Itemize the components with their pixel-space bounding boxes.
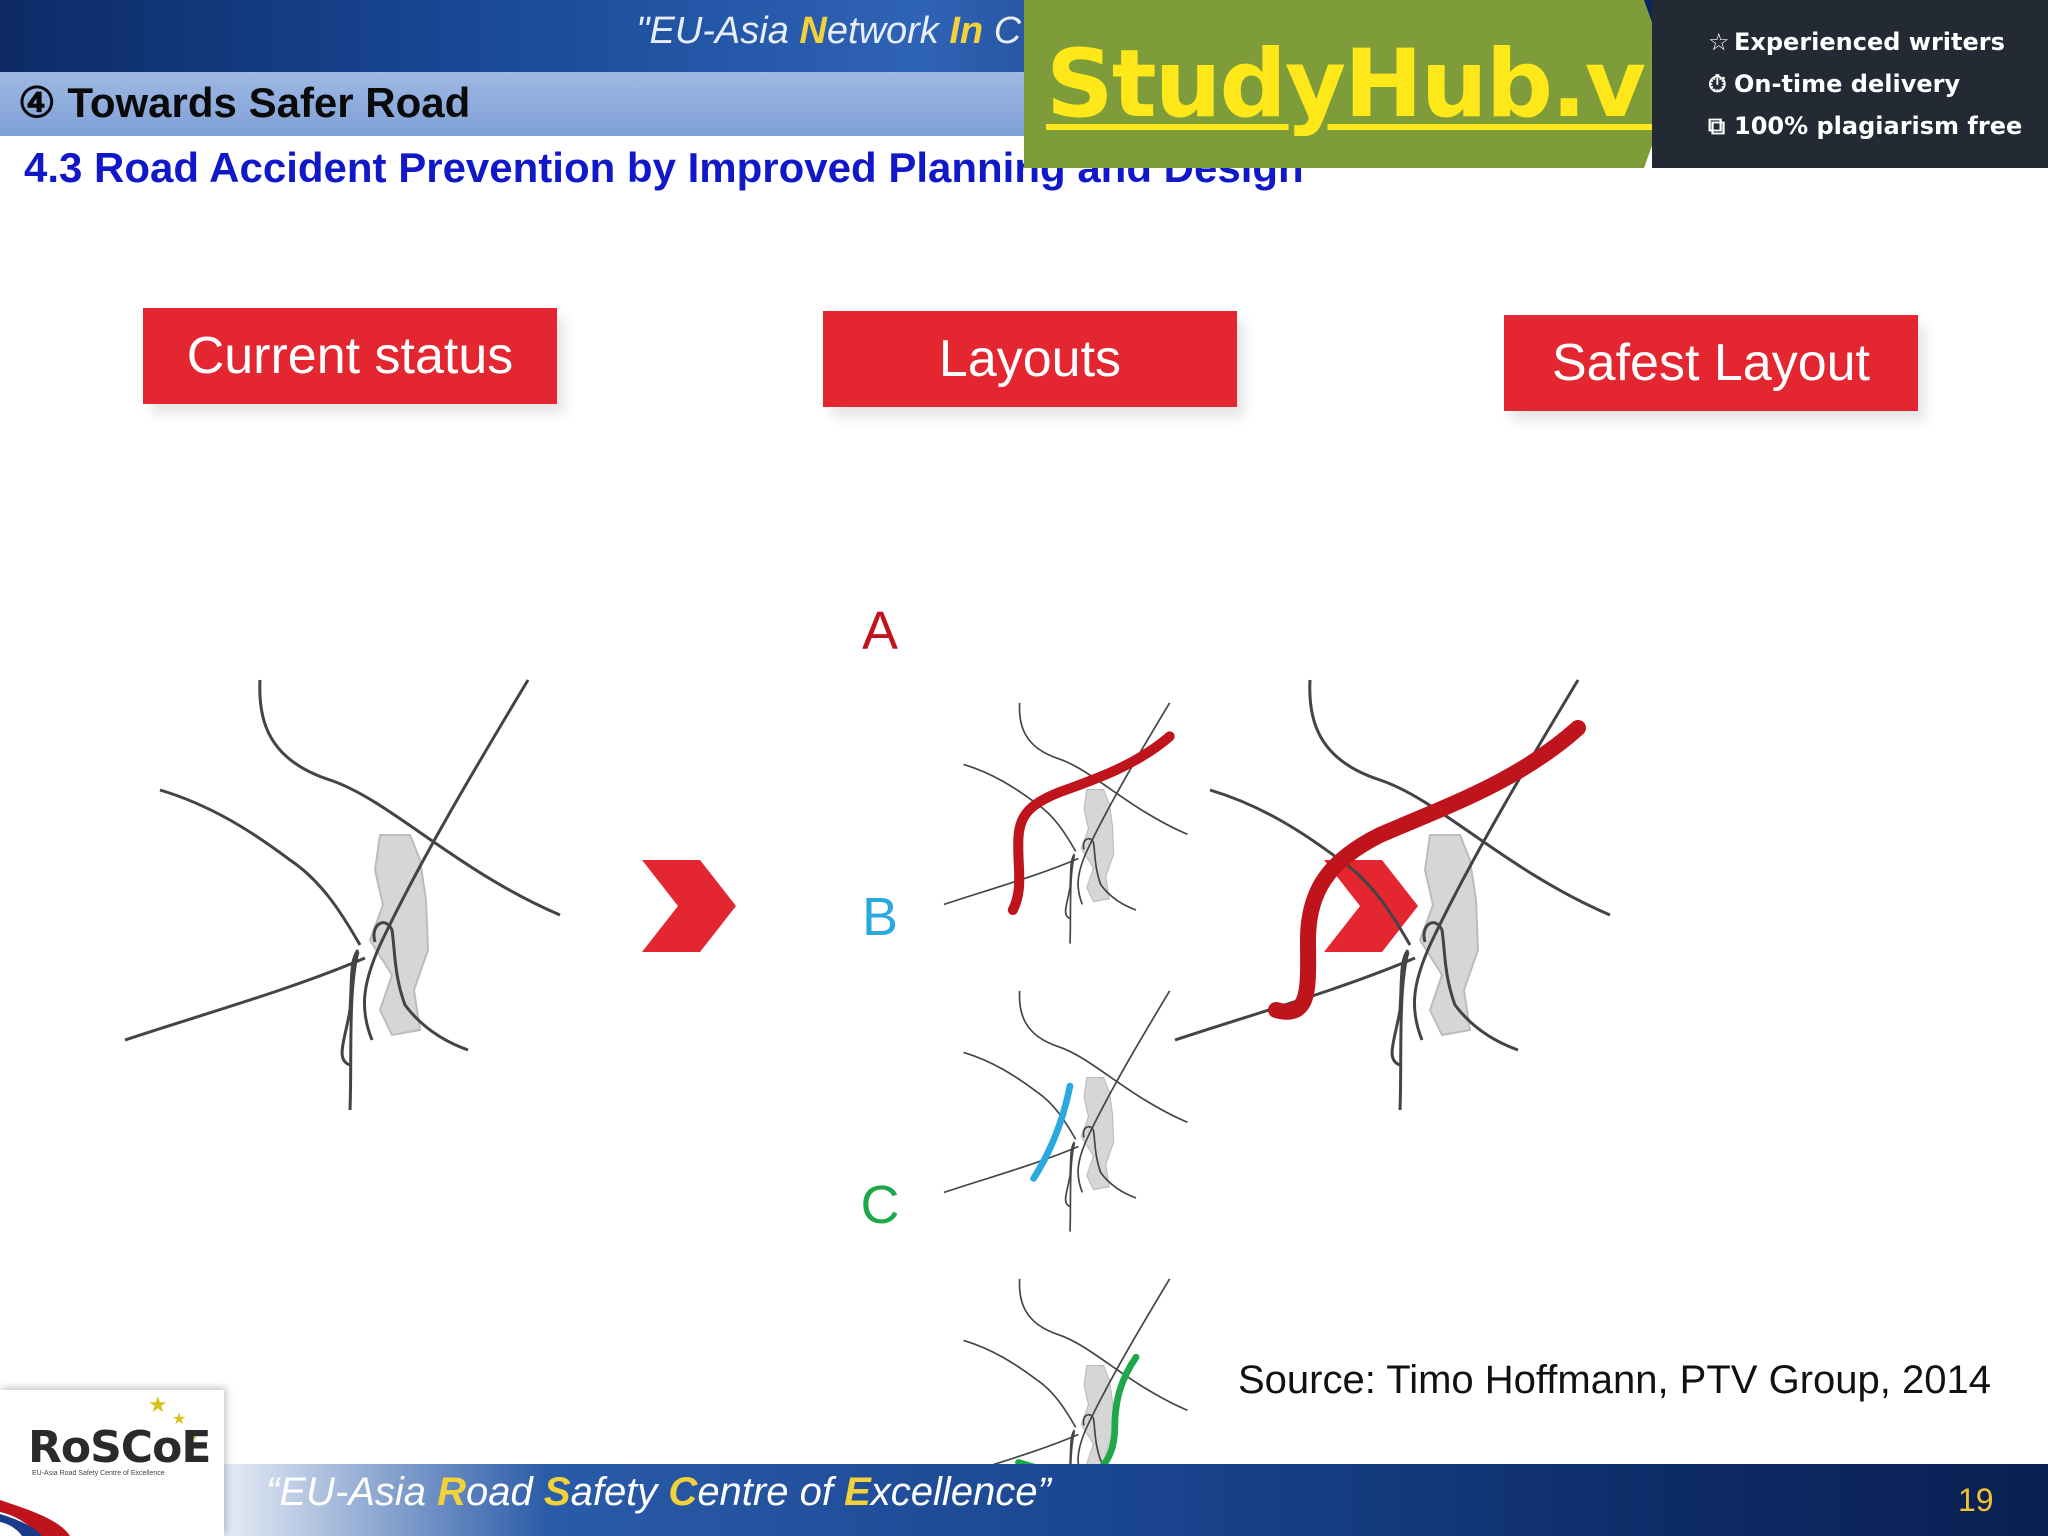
section-title: ④ Towards Safer Road	[18, 79, 471, 126]
option-letter-b: B	[861, 887, 899, 947]
source-citation: Source: Timo Hoffmann, PTV Group, 2014	[1238, 1358, 1991, 1402]
footer-title: “EU-Asia Road Safety Centre of Excellenc…	[266, 1470, 1051, 1514]
safest-layout-header: Safest Layout	[1504, 315, 1918, 411]
footer-bar	[220, 1464, 2048, 1536]
option-letter-a: A	[861, 601, 899, 661]
ad-feature: ☆Experienced writers	[1708, 28, 2005, 56]
page-number: 19	[1958, 1482, 1994, 1518]
star-icon: ☆	[1708, 28, 1730, 56]
logo-text: RoSCoE	[28, 1422, 211, 1473]
logo-swoosh	[0, 1500, 70, 1536]
option-letter-c: C	[860, 1175, 900, 1235]
layout-b-map	[943, 989, 1189, 1233]
banner-title: "EU-Asia Network In C	[636, 10, 1022, 52]
chevron-right-icon	[642, 860, 736, 952]
layouts-header: Layouts	[823, 311, 1237, 407]
logo-graphic: ★ ★ ★	[0, 1393, 199, 1536]
current-status-header: Current status	[143, 308, 557, 404]
layout-a-map	[943, 701, 1189, 945]
safest-layout-map	[1173, 678, 1612, 1112]
ad-feature: ⏱On-time delivery	[1708, 70, 1961, 98]
roscoe-logo	[0, 1390, 224, 1536]
copy-icon: ⧉	[1708, 112, 1726, 140]
star-icon: ★	[148, 1393, 168, 1418]
ad-feature: ⧉100% plagiarism free	[1708, 112, 2023, 140]
logo-subtitle: EU-Asia Road Safety Centre of Excellence	[32, 1470, 165, 1477]
ad-brand-link[interactable]: StudyHub.vip	[1046, 30, 1741, 139]
star-icon: ★	[172, 1409, 186, 1428]
chevron-right-icon	[1324, 860, 1418, 952]
clock-icon: ⏱	[1708, 70, 1727, 98]
ad-banner[interactable]	[1024, 0, 1674, 168]
current-status-map	[123, 678, 562, 1112]
ad-features-panel	[1652, 0, 2048, 168]
star-icon: ★	[188, 1429, 199, 1443]
logo-swoosh	[0, 1514, 42, 1536]
